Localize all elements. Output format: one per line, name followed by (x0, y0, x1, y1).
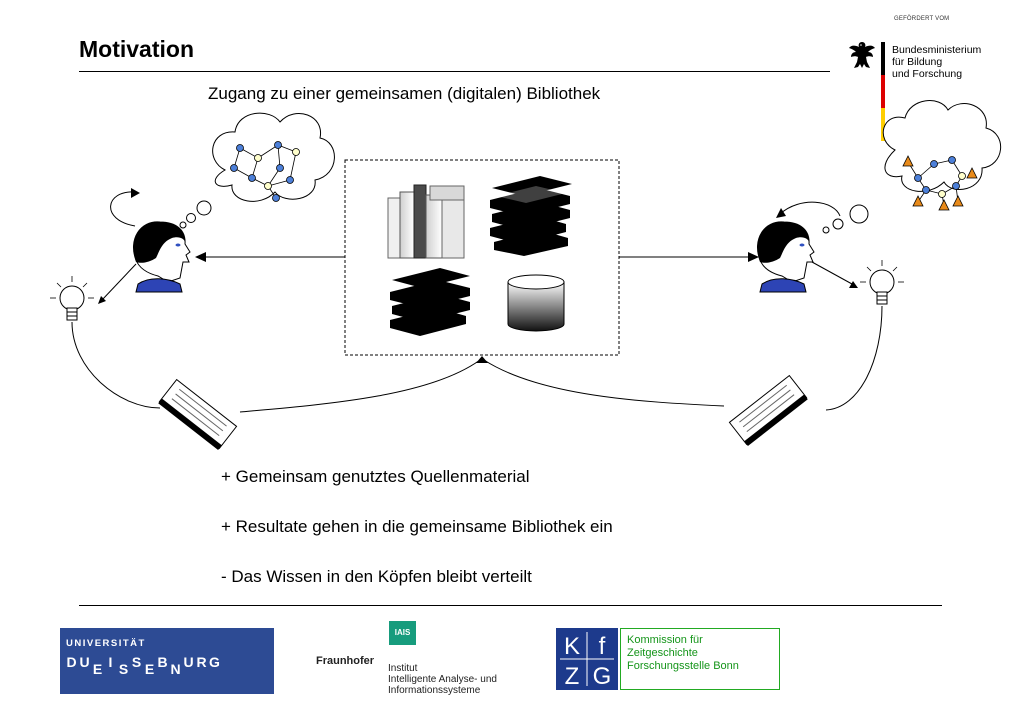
kfzg-letter: G (593, 663, 612, 690)
arrow-up-icon (476, 356, 488, 363)
thought-loop-left (110, 191, 136, 227)
book-stack-icon (390, 268, 470, 336)
bullet-item: + Resultate gehen in die gemeinsame Bibl… (221, 517, 613, 536)
title-divider (79, 71, 830, 72)
ministry-name: Bundesministerium für Bildung und Forsch… (892, 44, 981, 80)
ministry-line: für Bildung (892, 56, 943, 68)
book-stack-icon (490, 176, 572, 256)
binders-icon (387, 184, 465, 259)
funded-by-label: GEFÖRDERT VOM (894, 16, 950, 22)
book-icon (728, 374, 808, 447)
iais-line: Institut (388, 663, 418, 674)
library-diagram (50, 100, 1002, 451)
iais-badge: IAIS (389, 621, 416, 645)
kfzg-line: Forschungsstelle Bonn (627, 660, 739, 672)
ude-letter: I (108, 654, 115, 670)
digital-library-box (344, 159, 620, 356)
book-icon (158, 378, 238, 451)
arrow-right-icon (748, 252, 759, 262)
ude-logo-top: UNIVERSITÄT (66, 638, 146, 649)
flag-red (881, 75, 885, 108)
ude-letter: S (118, 661, 131, 677)
ude-letter: G (209, 654, 222, 670)
fraunhofer-name: Fraunhofer (316, 655, 375, 667)
iais-line: Informationssysteme (388, 685, 481, 696)
knowledge-graph-left (230, 141, 300, 202)
ude-letter: R (196, 654, 209, 670)
slide-title: Motivation (79, 36, 194, 62)
flag-black (881, 42, 885, 75)
iais-institute-name: Institut Intelligente Analyse- und Infor… (388, 663, 497, 696)
ude-letter: S (131, 654, 144, 670)
ude-letter: N (170, 661, 183, 677)
ude-letter: B (157, 654, 170, 670)
kfzg-letter: Z (565, 663, 580, 690)
ministry-line: und Forschung (892, 68, 963, 80)
kfzg-line: Kommission für (627, 634, 703, 646)
thought-cloud-right (822, 100, 1002, 234)
iais-line: Intelligente Analyse- und (388, 674, 497, 685)
bullet-item: - Das Wissen in den Köpfen bleibt vertei… (221, 567, 532, 586)
knowledge-graph-right (902, 155, 978, 211)
german-flag-stripe (881, 42, 885, 141)
kfzg-name-box: Kommission für Zeitgeschichte Forschungs… (620, 628, 780, 690)
ude-letter: E (92, 661, 105, 677)
ude-letter: D (66, 654, 79, 670)
ude-letter: E (144, 661, 157, 677)
lightbulb-icon (50, 276, 94, 321)
slide-subtitle: Zugang zu einer gemeinsamen (digitalen) … (208, 84, 601, 103)
ministry-line: Bundesministerium (892, 44, 982, 56)
bullet-item: + Gemeinsam genutztes Quellenmaterial (221, 467, 530, 486)
flag-gold (881, 108, 885, 141)
lightbulb-icon (860, 260, 904, 305)
thought-cloud-left (179, 112, 335, 229)
ude-letter: U (183, 654, 196, 670)
ude-letter: U (79, 654, 92, 670)
kfzg-logo: K f Z G (556, 628, 618, 690)
kfzg-letter: f (599, 633, 606, 660)
federal-eagle-icon (849, 42, 875, 68)
kfzg-line: Zeitgeschichte (627, 647, 698, 659)
database-icon (507, 274, 565, 332)
arrow-left-icon (195, 252, 206, 262)
kfzg-letter: K (564, 633, 580, 660)
footer-divider (79, 605, 942, 606)
person-head-left (132, 221, 191, 293)
person-head-right (756, 221, 815, 293)
